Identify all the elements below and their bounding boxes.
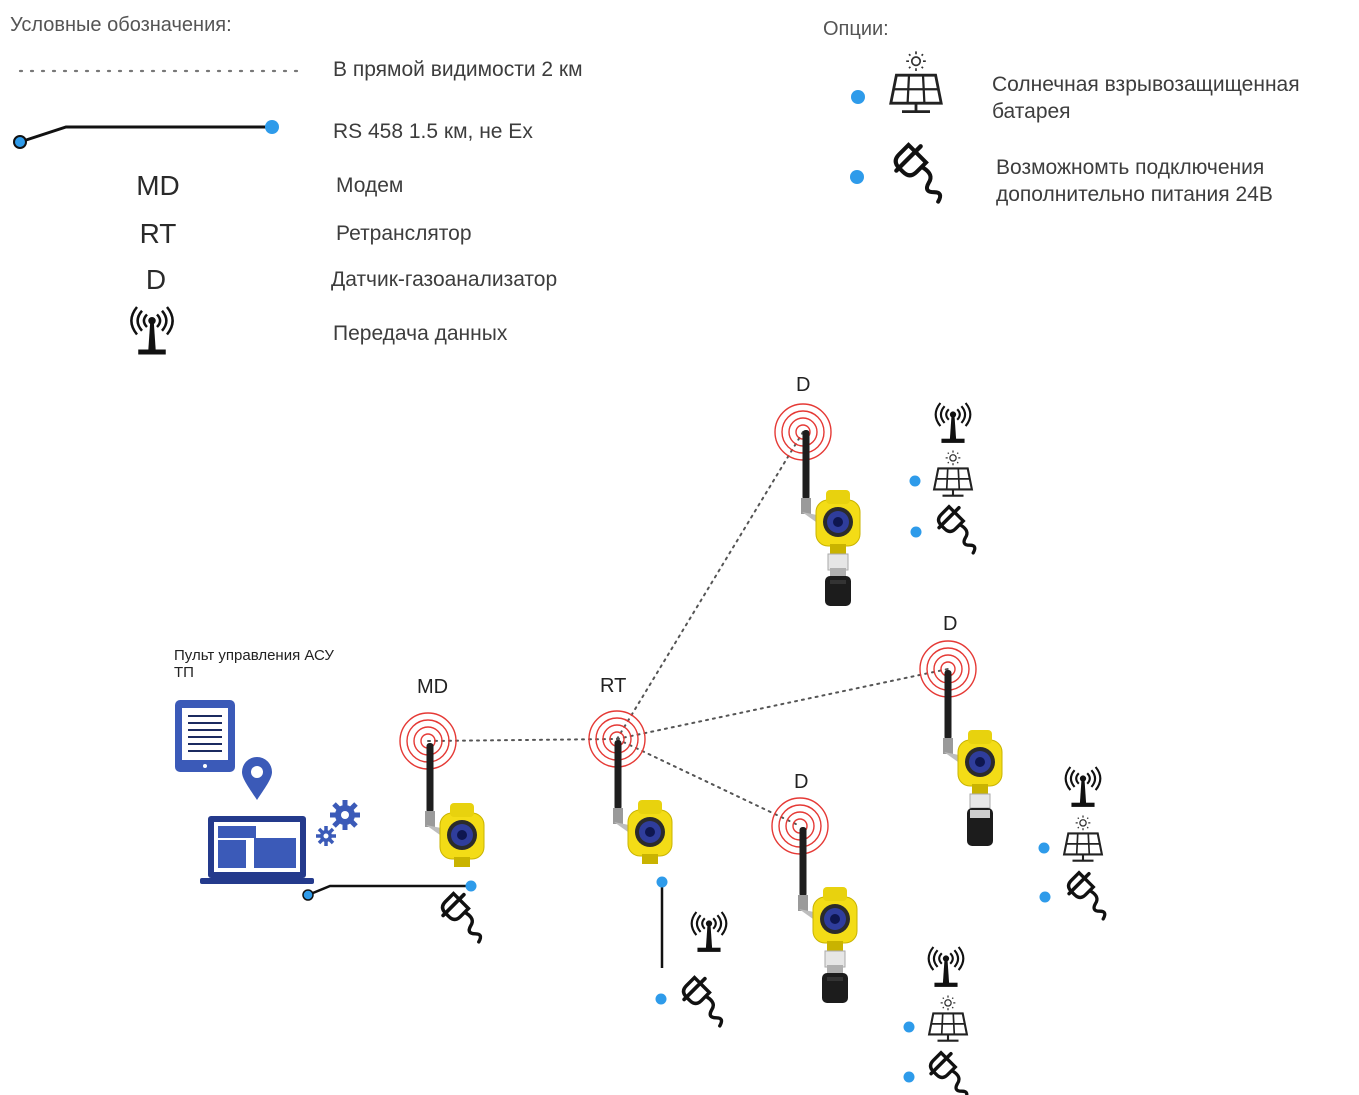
option-plug-icon: [896, 145, 940, 202]
sensor-top-solar-icon: [933, 449, 973, 497]
sensor-right-device: [942, 669, 1003, 795]
legend-abbr-md: MD: [136, 170, 180, 201]
options-title: Опции:: [823, 18, 889, 40]
sensor-bottom-solar-dot: [903, 1021, 915, 1033]
legend-label-repeater: Ретранслятор: [336, 222, 472, 245]
sensor-right-tail: [967, 793, 993, 846]
legend-rs-start-dot: [13, 135, 27, 149]
repeater-plug-icon: [681, 975, 724, 1028]
sensor-right-solar-icon: [1063, 814, 1103, 862]
location-pin-icon: [242, 757, 272, 800]
legend-label-data-transfer: Передача данных: [333, 322, 508, 345]
legend-rs-line: [19, 125, 272, 144]
node-label-sensor-right: D: [943, 613, 958, 635]
sensor-top-plug-dot: [910, 526, 922, 538]
legend-title: Условные обозначения:: [10, 14, 232, 36]
option-solar-dot: [851, 90, 865, 104]
radio-links: [427, 431, 949, 827]
legend-abbr-rt: RT: [139, 218, 177, 249]
sensor-top-solar-dot: [909, 475, 921, 487]
node-label-sensor-top: D: [796, 374, 811, 396]
repeater-plug-dot: [655, 993, 667, 1005]
tablet-icon: [175, 700, 235, 772]
repeater-antenna-icon: [690, 910, 728, 953]
legend-abbr-d: D: [145, 264, 167, 295]
link-rt-d-right: [616, 668, 949, 740]
sensor-top-tail: [824, 553, 852, 607]
option-solar-label: Солнечная взрывозащищенная батарея: [992, 73, 1300, 123]
sensor-bottom-solar-icon: [928, 994, 968, 1042]
legend-rs-end-dot: [265, 120, 279, 134]
sensor-top-antenna-icon: [934, 401, 972, 444]
node-label-sensor-bottom: D: [794, 771, 809, 793]
legend-antenna-icon: [130, 305, 174, 356]
modem-cable-dot: [465, 880, 477, 892]
sensor-top-device: [800, 429, 861, 555]
rs-cable-start-dot: [302, 889, 314, 901]
option-power-dot: [850, 170, 864, 184]
option-solar-icon: [889, 50, 943, 113]
sensor-bottom-plug-dot: [903, 1071, 915, 1083]
legend-line-of-sight-label: В прямой видимости 2 км: [333, 58, 583, 81]
option-power-label: Возможномть подключения дополнительно пи…: [996, 156, 1273, 206]
sensor-right-plug-icon: [1066, 870, 1107, 921]
rs-cable-laptop-modem: [307, 884, 471, 897]
laptop-icon: [200, 816, 314, 884]
modem-plug-icon: [440, 891, 483, 944]
node-label-modem: MD: [417, 676, 449, 698]
repeater-device: [612, 739, 673, 865]
sensor-right-plug-dot: [1039, 891, 1051, 903]
legend-rs-line-label: RS 458 1.5 км, не Ex: [333, 120, 533, 143]
sensor-top-plug-icon: [936, 504, 977, 555]
node-label-repeater: RT: [600, 675, 627, 697]
repeater-cable-dot: [656, 876, 668, 888]
gears-icon: [316, 800, 360, 846]
sensor-bottom-plug-icon: [928, 1050, 969, 1095]
sensor-right-antenna-icon: [1064, 765, 1102, 808]
control-panel-label: Пульт управления АСУ ТП: [174, 647, 334, 681]
legend-label-sensor: Датчик-газоанализатор: [331, 268, 558, 291]
link-rt-d-top: [616, 431, 804, 740]
link-rt-d-bottom: [616, 738, 801, 827]
sensor-bottom-tail: [821, 950, 849, 1004]
legend-label-modem: Модем: [336, 174, 404, 197]
sensor-bottom-antenna-icon: [927, 945, 965, 988]
sensor-right-solar-dot: [1038, 842, 1050, 854]
